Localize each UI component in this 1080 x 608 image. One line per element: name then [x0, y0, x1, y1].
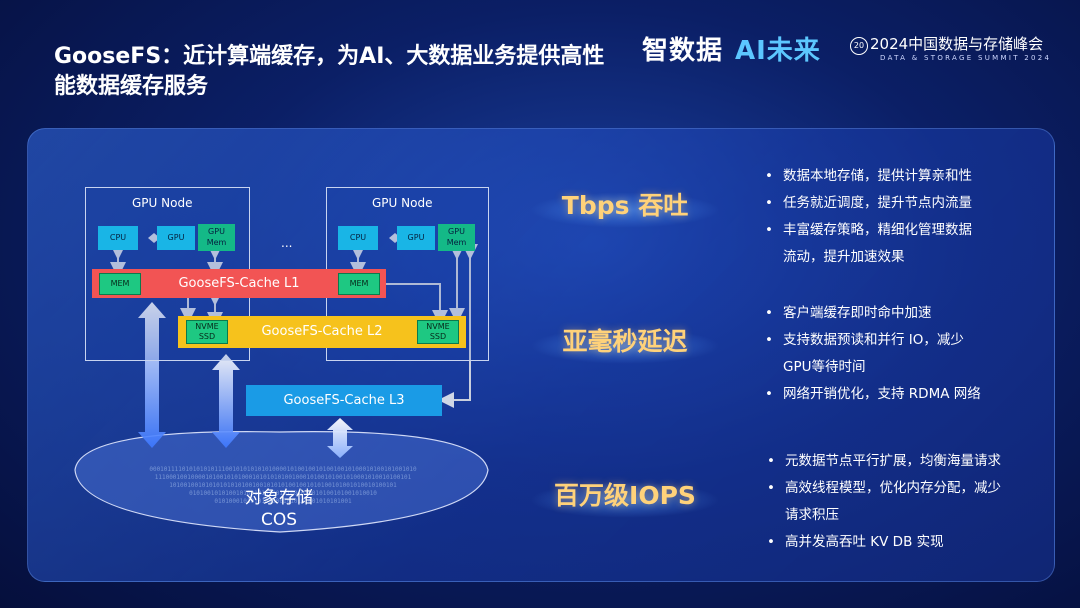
cos-title: 对象存储 — [219, 487, 339, 509]
cos-subtitle: COS — [219, 509, 339, 531]
bullet-item: 元数据节点平行扩展，均衡海量请求 — [765, 448, 1055, 475]
mem-chip-right: MEM — [338, 273, 380, 295]
feature-heading-latency: 亚毫秒延迟 — [525, 322, 725, 358]
bullet-item: 支持数据预读和并行 IO，减少 GPU等待时间 — [763, 327, 1053, 381]
gpu-mem-chip-left-line2: Mem — [198, 237, 235, 248]
binary-line: 0001011110101010101110010101010101000010… — [88, 466, 478, 474]
nvme-chip-right-line2: SSD — [418, 332, 458, 342]
bullet-text: 任务就近调度，提升节点内流量 — [783, 195, 972, 211]
bullet-text: 网络开销优化，支持 RDMA 网络 — [783, 386, 981, 402]
gpu-node-right-label: GPU Node — [372, 196, 432, 210]
cpu-chip-right: CPU — [338, 226, 378, 250]
binary-line: 1110001001000010100101010001010101010010… — [88, 474, 478, 482]
gpu-node-left-label: GPU Node — [132, 196, 192, 210]
nvme-chip-right-line1: NVME — [418, 322, 458, 332]
node-ellipsis: ... — [281, 236, 292, 250]
gpu-mem-chip-left-line1: GPU — [198, 226, 235, 237]
gpu-mem-chip-right-line1: GPU — [438, 226, 475, 237]
bullet-text-cont: 流动，提升加速效果 — [783, 244, 1053, 271]
nvme-chip-left-line1: NVME — [187, 322, 227, 332]
cache-l3-label: GooseFS-Cache L3 — [283, 393, 404, 408]
big-arrow-middle — [212, 354, 240, 448]
bullet-text: 元数据节点平行扩展，均衡海量请求 — [785, 453, 1001, 469]
feature-bullets-latency: 客户端缓存即时命中加速 支持数据预读和并行 IO，减少 GPU等待时间 网络开销优… — [763, 300, 1053, 408]
gpu-mem-chip-left: GPU Mem — [198, 224, 235, 251]
gpu-chip-left: GPU — [157, 226, 195, 250]
feature-bullets-throughput: 数据本地存储，提供计算亲和性 任务就近调度，提升节点内流量 丰富缓存策略，精细化… — [763, 163, 1053, 271]
cache-l2-label: GooseFS-Cache L2 — [261, 324, 382, 339]
nvme-chip-right: NVME SSD — [417, 320, 459, 344]
feature-heading-throughput: Tbps 吞吐 — [525, 186, 725, 222]
bullet-text-cont: GPU等待时间 — [783, 354, 1053, 381]
bullet-item: 高并发高吞吐 KV DB 实现 — [765, 529, 1055, 556]
bullet-text: 高并发高吞吐 KV DB 实现 — [785, 534, 944, 550]
gpu-mem-chip-right-line2: Mem — [438, 237, 475, 248]
bullet-item: 网络开销优化，支持 RDMA 网络 — [763, 381, 1053, 408]
bullet-item: 数据本地存储，提供计算亲和性 — [763, 163, 1053, 190]
feature-heading-iops: 百万级IOPS — [525, 476, 725, 512]
cpu-chip-left: CPU — [98, 226, 138, 250]
bullet-text: 高效线程模型，优化内存分配，减少 — [785, 480, 1001, 496]
gpu-mem-chip-right: GPU Mem — [438, 224, 475, 251]
gpu-chip-right: GPU — [397, 226, 435, 250]
bullet-text: 支持数据预读和并行 IO，减少 — [783, 332, 964, 348]
cache-l1-label: GooseFS-Cache L1 — [178, 276, 299, 291]
bullet-text-cont: 请求积压 — [785, 502, 1055, 529]
bullet-text: 丰富缓存策略，精细化管理数据 — [783, 222, 972, 238]
mem-chip-left: MEM — [99, 273, 141, 295]
cache-l3-bar: GooseFS-Cache L3 — [246, 385, 442, 416]
nvme-chip-left-line2: SSD — [187, 332, 227, 342]
bullet-item: 任务就近调度，提升节点内流量 — [763, 190, 1053, 217]
bullet-text: 数据本地存储，提供计算亲和性 — [783, 168, 972, 184]
bullet-item: 客户端缓存即时命中加速 — [763, 300, 1053, 327]
bullet-text: 客户端缓存即时命中加速 — [783, 305, 932, 321]
nvme-chip-left: NVME SSD — [186, 320, 228, 344]
